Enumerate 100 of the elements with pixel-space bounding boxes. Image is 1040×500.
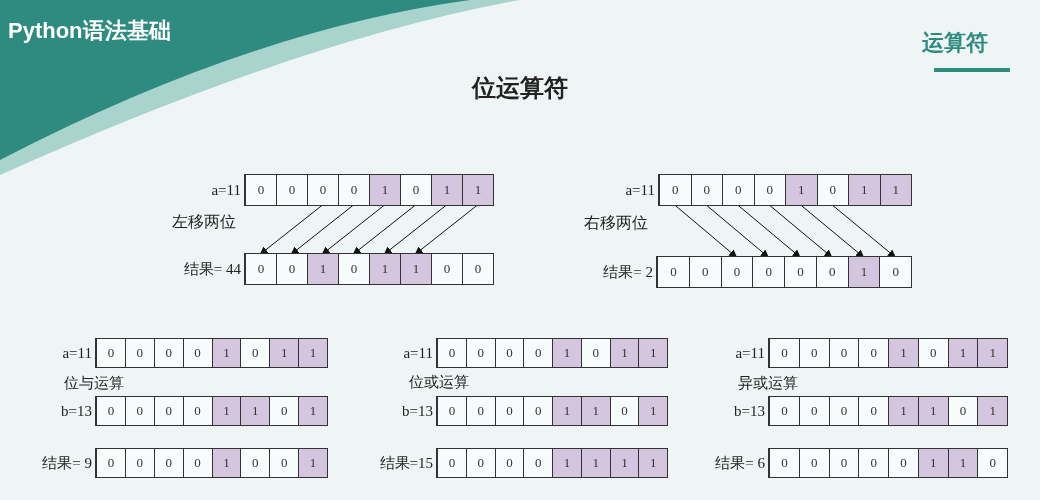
bit-cell: 0 [879,257,911,287]
bit-cell: 1 [269,339,299,367]
bit-cell: 1 [369,254,400,284]
bit-cell: 0 [659,175,691,205]
arrow [737,204,801,258]
bit-cell: 1 [977,339,1007,367]
bit-cell: 0 [798,397,829,425]
bit-cell: 1 [369,175,400,205]
bit-cell: 1 [580,397,610,425]
register-label: a=11 [211,181,241,199]
operation-label: 位与运算 [64,374,124,393]
bit-cell: 0 [858,449,888,477]
bit-cell: 1 [298,397,327,425]
operation-label: 位或运算 [409,373,469,392]
bit-cell: 0 [245,175,276,205]
bit-cell: 1 [552,397,581,425]
bit-cell: 1 [211,397,241,425]
bit-cell: 0 [124,449,154,477]
bit-cell: 0 [182,449,212,477]
bit-cell: 0 [153,449,183,477]
bit-cell: 1 [462,175,493,205]
bit-cell: 0 [276,175,307,205]
bit-cell: 1 [580,449,610,477]
bit-cell: 0 [977,449,1007,477]
bit-cell: 1 [888,339,918,367]
bit-cell: 0 [124,397,154,425]
bit-cell: 0 [465,339,495,367]
bit-cell: 0 [153,397,183,425]
bit-cell: 1 [879,175,911,205]
diagram-title: 位运算符 [470,73,569,103]
bit-cell: 1 [552,339,581,367]
bit-cell: 1 [977,397,1007,425]
bit-cell: 1 [947,339,978,367]
bit-cell: 0 [828,397,859,425]
bit-cell: 1 [240,397,270,425]
register-label: a=11 [403,344,433,362]
bit-cell: 0 [917,339,948,367]
bit-cell: 0 [245,254,276,284]
bit-cell: 0 [690,175,722,205]
bit-cell: 0 [494,449,524,477]
bit-cell: 0 [307,175,338,205]
bit-cell: 0 [437,449,466,477]
bit-cell: 0 [465,397,495,425]
operation-label: 异或运算 [738,374,798,393]
bit-cell: 1 [211,449,241,477]
register-label: 结果=15 [379,453,433,473]
bit-cell: 1 [947,449,978,477]
bit-cell: 1 [848,175,880,205]
arrow [352,204,416,255]
bit-cell: 1 [307,254,338,284]
bit-cell: 0 [462,254,493,284]
bit-cell: 1 [552,449,581,477]
bit-cell: 0 [888,449,918,477]
bit-cell: 0 [769,339,799,367]
bit-cell: 1 [638,449,667,477]
bit-cell: 1 [400,254,431,284]
arrow [383,204,447,255]
bit-cell: 1 [888,397,918,425]
bit-cell: 0 [124,339,154,367]
bit-cell: 0 [96,339,125,367]
register-label: a=11 [735,344,765,362]
bit-cell: 1 [609,449,639,477]
bit-cell: 0 [828,449,859,477]
bit-cell: 1 [298,339,327,367]
bit-cell: 0 [828,339,859,367]
bit-cell: 0 [688,257,721,287]
register-label: 结果= 2 [603,262,653,282]
bit-cell: 0 [657,257,689,287]
arrow [768,204,833,258]
arrow [321,204,385,255]
bit-cell: 0 [153,339,183,367]
section-title: 运算符 [922,29,988,57]
bit-cell: 0 [580,339,610,367]
bit-cell: 0 [784,257,816,287]
header-title: Python语法基础 [8,17,171,45]
bit-cell: 0 [769,449,799,477]
register-label: b=13 [402,402,433,420]
register-label: 结果= 6 [715,453,765,473]
bit-cell: 0 [815,257,848,287]
bit-cell: 0 [96,397,125,425]
arrow [705,204,769,258]
operation-label: 右移两位 [584,213,648,233]
bit-cell: 0 [769,397,799,425]
bit-cell: 1 [211,339,241,367]
arrow [800,204,865,258]
bit-cell: 1 [609,339,639,367]
operation-label: 左移两位 [172,212,236,232]
arrow [259,204,323,255]
bit-cell: 0 [465,449,495,477]
bit-cell: 0 [182,339,212,367]
bit-cell: 0 [798,339,829,367]
bit-cell: 1 [638,397,667,425]
register-label: 结果= 9 [42,453,92,473]
bit-cell: 1 [431,175,462,205]
bit-cell: 0 [722,175,754,205]
bit-cell: 0 [720,257,753,287]
bit-cell: 1 [785,175,817,205]
bit-cell: 0 [182,397,212,425]
register-label: 结果= 44 [183,259,241,279]
arrow [674,204,738,258]
